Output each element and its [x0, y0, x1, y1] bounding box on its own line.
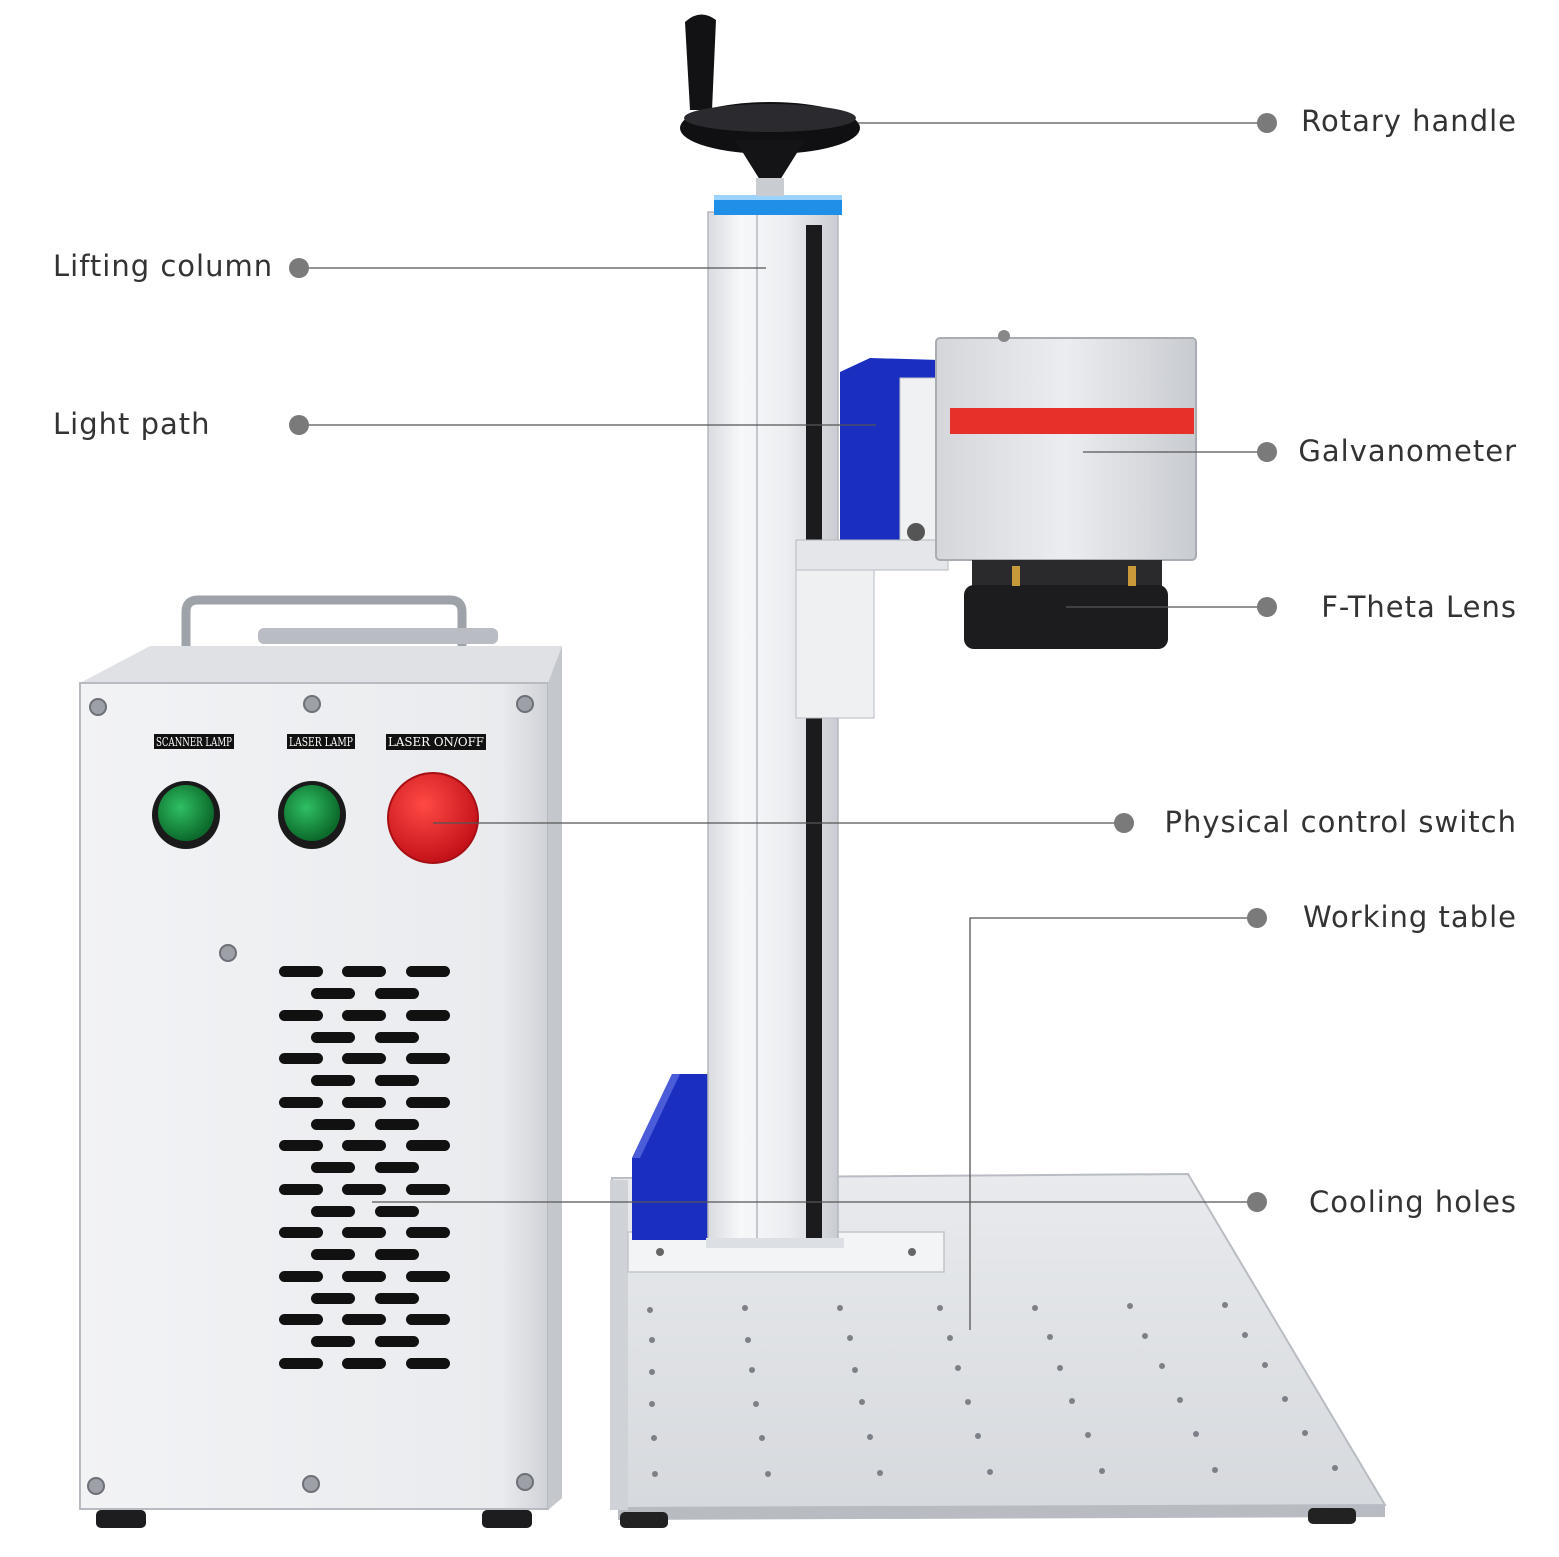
laser-on-off-switch: [387, 772, 479, 864]
working-table: [610, 1172, 1387, 1528]
galvanometer: [935, 330, 1197, 561]
rotary-handle: [680, 14, 860, 196]
scanner-lamp-label: SCANNER LAMP: [156, 735, 232, 749]
lifting-column-dot: [289, 258, 309, 278]
callout-dots: [289, 113, 1277, 1212]
lifting-column: [706, 195, 844, 1248]
f-theta-lens-label: F-Theta Lens: [1321, 590, 1517, 624]
cooling-holes-grille: [279, 966, 450, 1369]
light-path-housing: [795, 358, 949, 719]
light-path-dot: [289, 415, 309, 435]
galvanometer-label: Galvanometer: [1298, 434, 1517, 468]
table-mount-holes: [647, 1302, 1338, 1477]
callout-leaders: [298, 122, 1266, 1330]
f-theta-lens-dot: [1257, 597, 1277, 617]
laser-lamp-tag: [287, 734, 355, 749]
laser-on-off-label: LASER ON/OFF: [388, 735, 484, 749]
laser-on-off-tag: [386, 734, 486, 750]
cooling-holes-dot: [1247, 1192, 1267, 1212]
laser-lamp-indicator: [278, 781, 346, 849]
light-path-label: Light path: [53, 407, 211, 441]
rotary-handle-label: Rotary handle: [1301, 104, 1517, 138]
galvanometer-dot: [1257, 442, 1277, 462]
physical-control-switch-label: Physical control switch: [1164, 805, 1517, 839]
rotary-handle-dot: [1257, 113, 1277, 133]
physical-control-switch-dot: [1114, 813, 1134, 833]
scanner-lamp-indicator: [152, 781, 220, 849]
working-table-leader: [969, 917, 1256, 1330]
scanner-lamp-tag: [154, 734, 234, 749]
working-table-dot: [1247, 908, 1267, 928]
lifting-column-label: Lifting column: [53, 249, 274, 283]
working-table-label: Working table: [1303, 900, 1517, 934]
blue-side-block: [632, 1074, 712, 1240]
f-theta-lens: [964, 560, 1168, 649]
control-cabinet: SCANNER LAMP LASER LAMP LASER ON/OFF: [79, 595, 562, 1528]
laser-lamp-label: LASER LAMP: [289, 735, 353, 749]
cooling-holes-label: Cooling holes: [1309, 1185, 1517, 1219]
